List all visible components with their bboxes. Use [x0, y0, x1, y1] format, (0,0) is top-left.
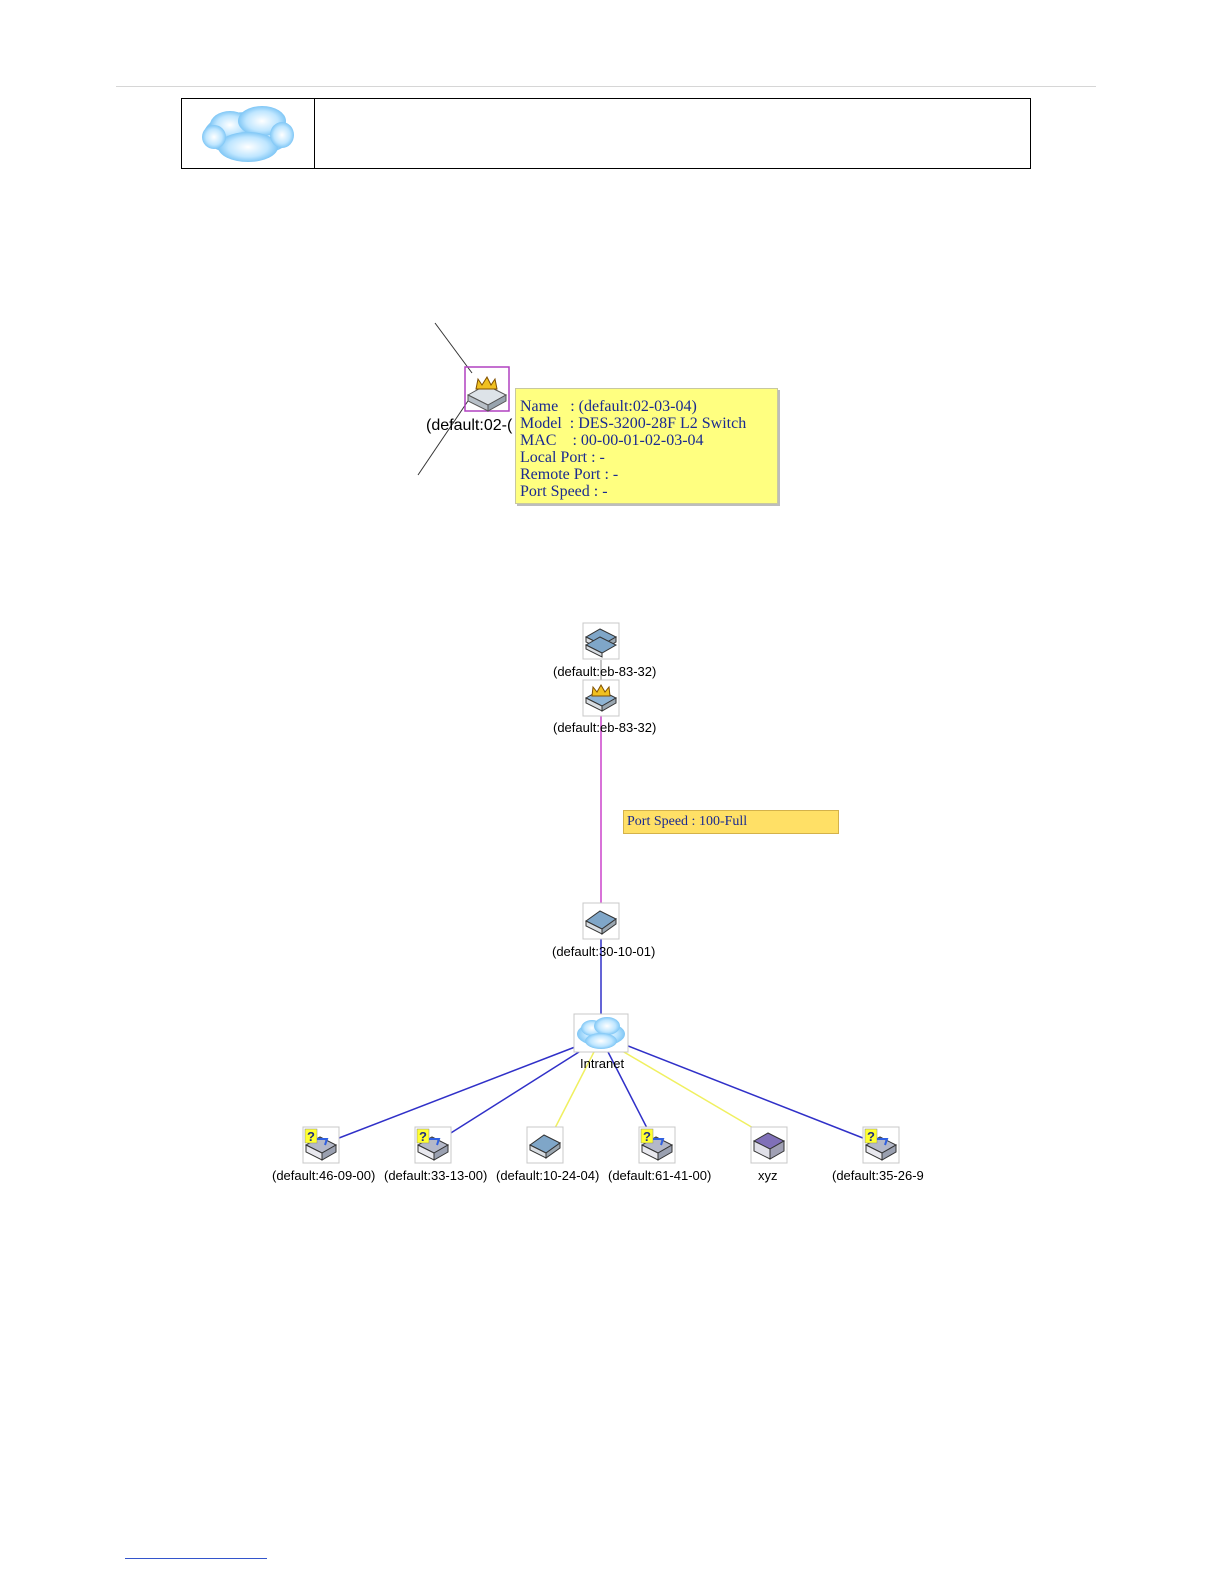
- link-leaf-3[interactable]: [553, 1047, 597, 1131]
- leaf-label: (default:46-09-00): [272, 1168, 376, 1183]
- leaf-label: (default:35-26-9: [832, 1168, 924, 1183]
- header-rule: [116, 86, 1096, 87]
- node-label-mid-switch: (default:30-10-01): [552, 944, 656, 959]
- purple-switch-icon[interactable]: [750, 1126, 788, 1164]
- leaf-label: (default:33-13-00): [384, 1168, 488, 1183]
- svg-text:?: ?: [867, 1129, 875, 1144]
- device-tooltip-diagram: [417, 322, 510, 476]
- switch-crown-icon[interactable]: [464, 366, 510, 412]
- topology-diagram: ? ? ? ?: [302, 622, 900, 1164]
- switch-crown-icon[interactable]: [582, 679, 620, 717]
- svg-text:?: ?: [643, 1129, 651, 1144]
- legend-description: [315, 99, 1030, 168]
- stack-switch-icon[interactable]: [582, 622, 620, 660]
- link-leaf-5[interactable]: [611, 1044, 761, 1133]
- node-label-crown-switch: (default:eb-83-32): [553, 720, 657, 735]
- unknown-device-icon[interactable]: ?: [638, 1126, 676, 1164]
- tooltip-row-model: Model : DES-3200-28F L2 Switch: [520, 415, 747, 432]
- partial-device-label: (default:02-(: [426, 417, 513, 434]
- unknown-device-icon[interactable]: ?: [862, 1126, 900, 1164]
- cloud-icon: [202, 106, 294, 162]
- switch-icon[interactable]: [582, 902, 620, 940]
- footer-rule: [125, 1558, 267, 1559]
- legend-icon-cell: [182, 99, 315, 168]
- unknown-device-icon[interactable]: ?: [414, 1126, 452, 1164]
- leaf-label: (default:10-24-04): [496, 1168, 600, 1183]
- svg-text:?: ?: [307, 1129, 315, 1144]
- tooltip-row-port-speed: Port Speed : -: [520, 483, 608, 500]
- port-speed-tooltip: Port Speed : 100-Full: [623, 810, 839, 834]
- tooltip-row-name: Name : (default:02-03-04): [520, 398, 697, 415]
- node-label-cloud: Intranet: [580, 1056, 625, 1071]
- unknown-device-icon[interactable]: ?: [302, 1126, 340, 1164]
- link-leaf-6[interactable]: [617, 1041, 869, 1141]
- tooltip-row-local-port: Local Port : -: [520, 449, 605, 466]
- link-line-lower: [417, 394, 473, 476]
- node-label-stack: (default:eb-83-32): [553, 664, 657, 679]
- legend-table: [181, 98, 1031, 169]
- svg-text:?: ?: [419, 1129, 427, 1144]
- leaf-label: (default:61-41-00): [608, 1168, 712, 1183]
- switch-icon[interactable]: [526, 1126, 564, 1164]
- tooltip-row-remote-port: Remote Port : -: [520, 466, 619, 483]
- link-leaf-4[interactable]: [605, 1047, 649, 1131]
- link-leaf-1[interactable]: [325, 1041, 589, 1144]
- link-leaf-2[interactable]: [434, 1044, 591, 1144]
- link-line-upper: [434, 322, 473, 374]
- device-info-tooltip: Name : (default:02-03-04) Model : DES-32…: [515, 388, 778, 504]
- cloud-icon[interactable]: [573, 1013, 629, 1053]
- leaf-label: xyz: [758, 1168, 778, 1183]
- tooltip-row-mac: MAC : 00-00-01-02-03-04: [520, 432, 704, 449]
